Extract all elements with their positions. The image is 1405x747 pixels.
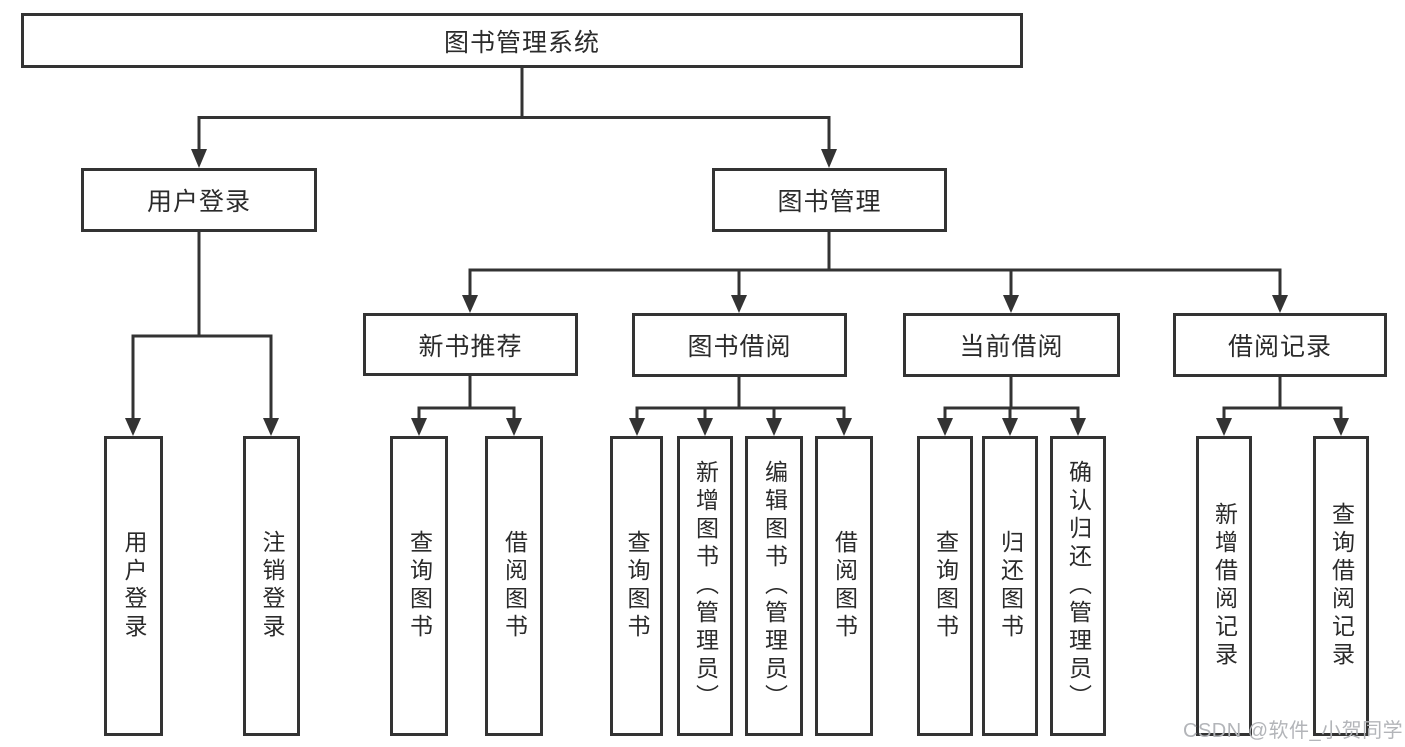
leaf-label: 归还图书: [997, 530, 1024, 642]
node-book-borrow-label: 图书借阅: [687, 333, 792, 361]
leaf-borrow-books-recommend: 借阅图书: [485, 436, 543, 736]
leaf-label: 确认归还（管理员）: [1065, 460, 1092, 712]
leaf-add-borrow-record: 新增借阅记录: [1196, 436, 1252, 736]
node-user-login-label: 用户登录: [146, 188, 251, 216]
leaf-logout: 注销登录: [243, 436, 300, 736]
leaf-add-book-admin: 新增图书（管理员）: [677, 436, 733, 736]
connector-borrowrecords-to-leaves: [1216, 377, 1349, 436]
node-root: 图书管理系统: [21, 13, 1023, 68]
csdn-watermark: CSDN @软件_小贺同学: [1183, 720, 1404, 742]
node-borrow-records-label: 借阅记录: [1227, 333, 1332, 361]
node-borrow-records: 借阅记录: [1173, 313, 1387, 377]
leaf-user-login: 用户登录: [104, 436, 163, 736]
leaf-confirm-return-admin: 确认归还（管理员）: [1050, 436, 1106, 736]
leaf-borrow-book: 借阅图书: [815, 436, 873, 736]
leaf-label: 查询借阅记录: [1328, 502, 1355, 670]
connector-newbookrec-to-leaves: [411, 376, 522, 436]
leaf-label: 新增借阅记录: [1211, 502, 1238, 670]
node-root-label: 图书管理系统: [443, 28, 600, 57]
leaf-label: 借阅图书: [501, 530, 528, 642]
connector-bookborrow-to-leaves: [629, 377, 852, 436]
node-book-management: 图书管理: [712, 168, 947, 232]
leaf-label: 查询图书: [406, 530, 433, 642]
connector-bookmgmt-to-level3: [462, 232, 1288, 313]
leaf-label: 编辑图书（管理员）: [761, 460, 788, 712]
node-book-management-label: 图书管理: [777, 188, 882, 216]
node-current-borrow: 当前借阅: [903, 313, 1120, 377]
node-current-borrow-label: 当前借阅: [959, 333, 1064, 361]
leaf-label: 查询图书: [932, 530, 959, 642]
leaf-label: 新增图书（管理员）: [692, 460, 719, 712]
connector-userlogin-to-leaves: [125, 232, 279, 436]
node-new-book-recommend-label: 新书推荐: [418, 332, 523, 361]
connector-root-to-level2: [191, 68, 837, 168]
leaf-query-books-current: 查询图书: [917, 436, 973, 736]
leaf-label: 查询图书: [624, 530, 650, 642]
leaf-label: 注销登录: [259, 530, 285, 642]
leaf-label: 用户登录: [121, 530, 147, 642]
leaf-return-book: 归还图书: [982, 436, 1038, 736]
node-new-book-recommend: 新书推荐: [363, 313, 578, 376]
leaf-edit-book-admin: 编辑图书（管理员）: [745, 436, 803, 736]
leaf-query-borrow-record: 查询借阅记录: [1313, 436, 1369, 736]
leaf-query-books-recommend: 查询图书: [390, 436, 448, 736]
leaf-label: 借阅图书: [831, 530, 858, 642]
leaf-query-books-borrow: 查询图书: [610, 436, 663, 736]
node-user-login: 用户登录: [81, 168, 317, 232]
node-book-borrow: 图书借阅: [632, 313, 847, 377]
connector-currentborrow-to-leaves: [937, 377, 1086, 436]
